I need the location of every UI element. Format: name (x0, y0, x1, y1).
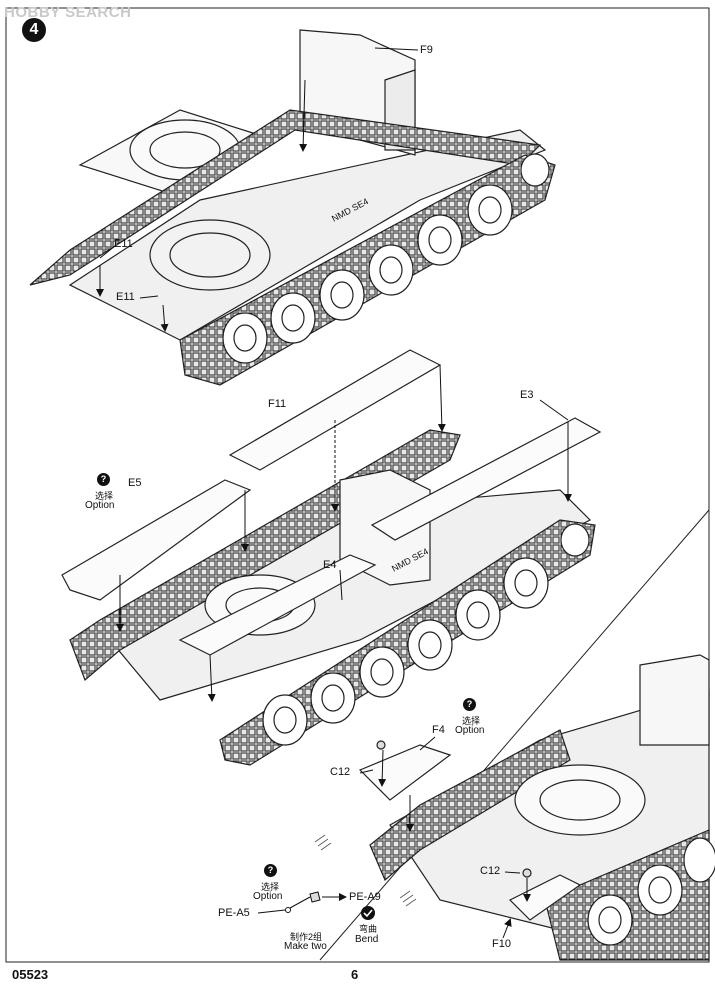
fender-parts (61, 349, 602, 656)
part-label-e4: E4 (323, 559, 337, 571)
chassis-detail (358, 654, 715, 961)
option-label-en-pe: Option (253, 891, 283, 902)
part-label-c12-a: C12 (330, 766, 351, 778)
option-label-cn-e5: 选择 (95, 491, 114, 501)
bend-label-cn: 弯曲 (359, 924, 378, 934)
bend-icon (361, 906, 375, 920)
option-icon-e5: ? (97, 473, 110, 486)
part-label-c12-b: C12 (480, 865, 501, 877)
part-label-f4: F4 (432, 724, 445, 736)
watermark-logo: HOBBY SEARCH (4, 4, 132, 21)
product-code: 05523 (12, 967, 49, 982)
step-number-badge: 4 (22, 18, 46, 42)
part-label-f11: F11 (268, 398, 287, 410)
part-label-pe-a5: PE-A5 (218, 907, 250, 919)
make-two-label-en: Make two (284, 941, 327, 952)
chassis-middle (69, 429, 596, 766)
part-label-e11-a: E11 (114, 238, 133, 250)
part-label-pe-a9: PE-A9 (349, 891, 381, 903)
part-label-f9: F9 (420, 44, 433, 56)
make-two-label-cn: 制作2组 (290, 932, 323, 942)
option-icon-pe: ? (264, 864, 277, 877)
page-number: 6 (351, 967, 359, 982)
part-label-e5: E5 (128, 477, 142, 489)
chassis-top (29, 29, 556, 386)
hatch-marks (314, 834, 417, 907)
option-label-cn-f4: 选择 (462, 716, 481, 726)
part-label-e11-b: E11 (116, 291, 135, 303)
bend-label-en: Bend (355, 934, 379, 945)
part-label-f10: F10 (492, 938, 511, 950)
part-label-e3: E3 (520, 389, 534, 401)
option-icon-f4: ? (463, 698, 476, 711)
option-label-en-e5: Option (85, 500, 115, 511)
option-label-en-f4: Option (455, 725, 485, 736)
option-label-cn-pe: 选择 (261, 882, 280, 892)
separator-line (319, 509, 710, 961)
